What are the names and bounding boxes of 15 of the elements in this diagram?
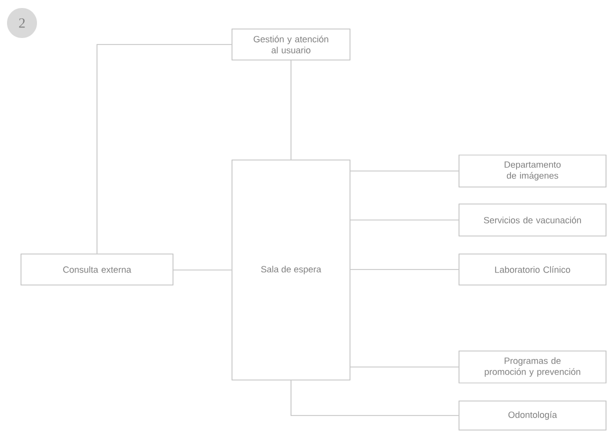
connector-line: [290, 60, 292, 160]
connector-line: [350, 269, 459, 270]
connector-line: [350, 366, 459, 368]
number-badge: 2: [7, 8, 37, 38]
process-box: Departamento de imágenes: [458, 154, 606, 188]
connector-line: [96, 44, 232, 254]
process-box: Servicios de vacunación: [458, 204, 606, 236]
process-box: Programas de promoción y prevención: [458, 350, 606, 384]
process-box: Odontología: [458, 400, 606, 430]
connector-line: [290, 380, 459, 416]
process-box: Laboratorio Clínico: [458, 254, 606, 286]
process-box: Consulta externa: [20, 254, 174, 286]
connector-line: [350, 170, 459, 172]
process-box: Sala de espera: [232, 160, 350, 380]
process-box: Gestión y atención al usuario: [232, 28, 350, 60]
